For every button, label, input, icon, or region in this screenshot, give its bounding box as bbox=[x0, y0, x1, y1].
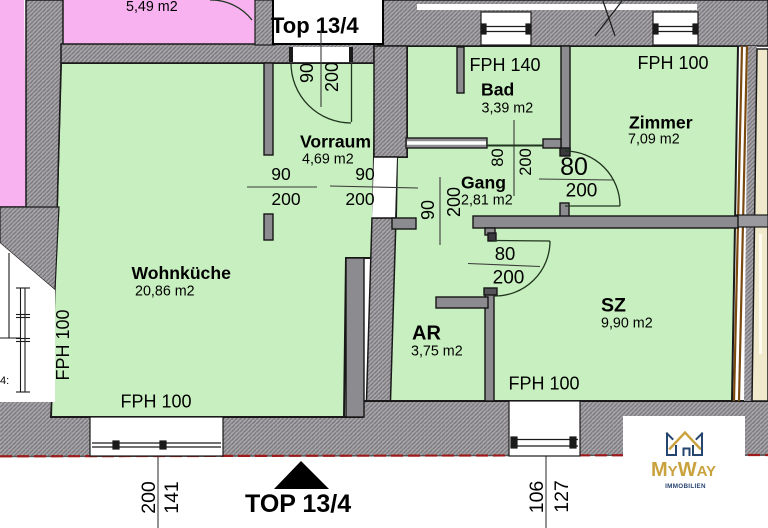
svg-text:20,86 m2: 20,86 m2 bbox=[135, 284, 195, 300]
svg-text:80: 80 bbox=[560, 153, 588, 181]
svg-text:200: 200 bbox=[566, 181, 598, 202]
svg-text:SZ: SZ bbox=[601, 295, 626, 317]
svg-text:90: 90 bbox=[355, 164, 375, 184]
svg-text:FPH 100: FPH 100 bbox=[121, 392, 192, 412]
svg-text:3,39 m2: 3,39 m2 bbox=[482, 101, 534, 117]
svg-text:Wohnküche: Wohnküche bbox=[132, 263, 232, 283]
svg-text:FPH 100: FPH 100 bbox=[53, 309, 73, 380]
svg-text:200: 200 bbox=[517, 148, 535, 176]
svg-text:4:: 4: bbox=[0, 375, 9, 387]
svg-text:Top 13/4: Top 13/4 bbox=[271, 13, 359, 38]
svg-text:4,69 m2: 4,69 m2 bbox=[302, 152, 354, 168]
svg-text:200: 200 bbox=[444, 187, 464, 217]
svg-text:200: 200 bbox=[271, 189, 300, 209]
svg-text:Bad: Bad bbox=[481, 80, 514, 100]
svg-text:90: 90 bbox=[297, 63, 317, 83]
svg-text:5,49 m2: 5,49 m2 bbox=[126, 0, 178, 15]
svg-text:7,09 m2: 7,09 m2 bbox=[628, 132, 680, 148]
svg-text:3,75 m2: 3,75 m2 bbox=[411, 344, 463, 360]
svg-text:TOP 13/4: TOP 13/4 bbox=[245, 490, 351, 518]
svg-text:Gang: Gang bbox=[461, 173, 506, 193]
svg-text:FPH 100: FPH 100 bbox=[509, 374, 580, 394]
svg-text:MYWAY: MYWAY bbox=[651, 459, 716, 481]
svg-text:80: 80 bbox=[489, 148, 507, 166]
svg-text:200: 200 bbox=[493, 268, 525, 289]
svg-text:200: 200 bbox=[345, 189, 374, 209]
svg-text:80: 80 bbox=[495, 243, 516, 264]
svg-text:141: 141 bbox=[161, 481, 183, 514]
svg-text:Zimmer: Zimmer bbox=[629, 113, 693, 133]
svg-text:127: 127 bbox=[551, 480, 573, 513]
svg-text:Vorraum: Vorraum bbox=[300, 132, 371, 152]
svg-text:90: 90 bbox=[271, 164, 291, 184]
svg-text:9,90 m2: 9,90 m2 bbox=[601, 316, 653, 332]
svg-text:2,81 m2: 2,81 m2 bbox=[461, 193, 513, 209]
svg-text:106: 106 bbox=[526, 481, 548, 514]
svg-text:FPH 100: FPH 100 bbox=[638, 53, 709, 73]
svg-text:AR: AR bbox=[412, 323, 441, 345]
svg-text:200: 200 bbox=[138, 481, 160, 514]
svg-text:FPH 140: FPH 140 bbox=[470, 55, 541, 75]
svg-text:IMMOBILIEN: IMMOBILIEN bbox=[665, 483, 706, 490]
svg-text:200: 200 bbox=[322, 62, 342, 92]
svg-text:90: 90 bbox=[418, 200, 438, 220]
